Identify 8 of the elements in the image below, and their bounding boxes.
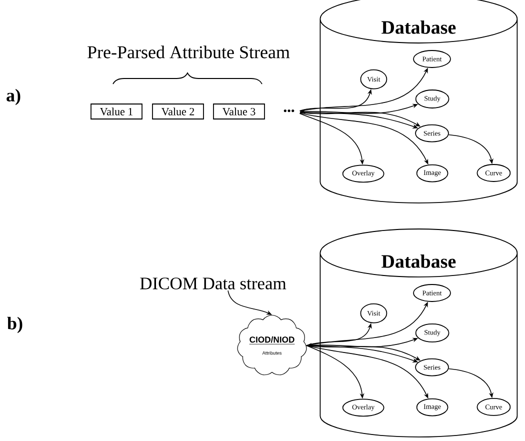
value-box: Value 3 — [213, 104, 265, 120]
panel-label: b) — [7, 316, 22, 334]
stream-label: Pre-Parsed Attribute Stream — [88, 46, 290, 58]
value-box: Value 2 — [152, 104, 204, 120]
value-box: Value 1 — [90, 104, 142, 120]
ellipsis-dots: ••• — [284, 110, 294, 112]
stream-label: DICOM Data stream — [140, 278, 286, 290]
panel-label: a) — [6, 88, 20, 106]
